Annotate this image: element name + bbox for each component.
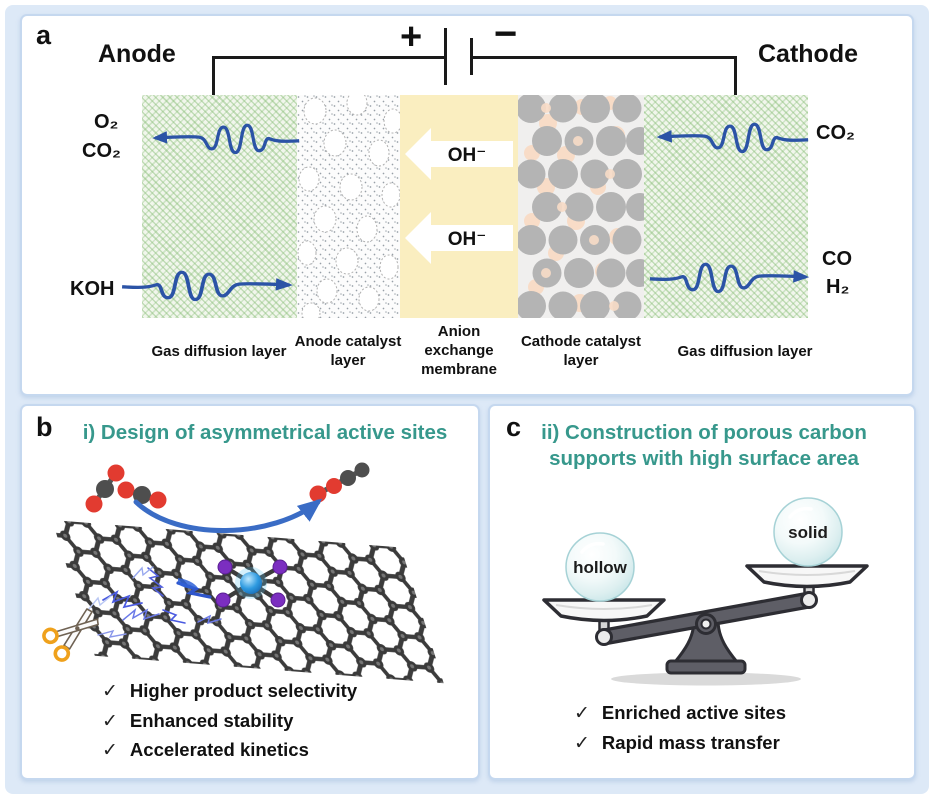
graphene-sheet [52, 520, 444, 684]
flow-arrow-products-out [649, 262, 810, 294]
pivot-inner [700, 618, 712, 630]
check-icon: ✓ [102, 740, 118, 761]
left-pan [542, 598, 666, 623]
check-item: ✓ Rapid mass transfer [574, 731, 780, 754]
catalyst-pores [297, 95, 400, 318]
oh-arrow-bottom-label: OH⁻ [448, 229, 487, 250]
caption-cathode-catalyst: Cathode catalyst layer [520, 333, 642, 369]
check-icon: ✓ [102, 681, 118, 702]
panel-b-checklist: ✓ Higher product selectivity ✓ Enhanced … [102, 680, 357, 769]
check-item: ✓ Higher product selectivity [102, 680, 358, 702]
caption-anode-catalyst: Anode catalyst layer [294, 333, 402, 369]
plasma-etching-bolts [87, 566, 222, 638]
check-item: ✓ Enhanced stability [102, 709, 294, 732]
gas-label-o2: O₂ [94, 111, 119, 133]
left-joint [595, 628, 613, 646]
balance-scale-illustration: hollow solid [542, 497, 869, 686]
caption-gdl-left: Gas diffusion layer [151, 343, 287, 360]
oh-arrow-bottom: OH⁻ [405, 212, 513, 264]
panel-b-heading: i) Design of asymmetrical active sites [82, 421, 448, 444]
graphene-active-site-illustration [42, 462, 444, 684]
gas-label-h2: H₂ [826, 276, 850, 298]
right-pan [745, 564, 869, 589]
flow-arrow-co2-in [656, 122, 809, 154]
panel-c-label: c [506, 412, 522, 442]
wire-drop-right [734, 56, 737, 96]
co2-molecule-2 [117, 481, 167, 509]
metal-n4-active-site [215, 559, 288, 608]
anode-label: Anode [98, 40, 176, 68]
gas-label-co2-right: CO₂ [816, 122, 855, 144]
panel-a-label: a [36, 20, 52, 50]
battery-long-plate [444, 28, 447, 85]
check-icon: ✓ [574, 732, 590, 754]
hollow-sphere: hollow [565, 532, 635, 602]
check-icon: ✓ [102, 710, 118, 732]
plus-sign: + [400, 16, 423, 58]
panel-c-heading-line2: supports with high surface area [549, 447, 859, 470]
panel-c-heading-line1: ii) Construction of porous carbon [541, 421, 867, 444]
cathode-label: Cathode [758, 40, 858, 68]
oh-arrow-top: OH⁻ [405, 128, 513, 180]
product-molecule [309, 462, 370, 503]
panel-c-porous-supports: c ii) Construction of porous carbon supp… [488, 404, 916, 780]
conversion-arrow [133, 498, 323, 533]
metal-atom [240, 572, 262, 594]
panel-c-heading: ii) Construction of porous carbon suppor… [514, 420, 894, 472]
caption-gdl-right: Gas diffusion layer [677, 343, 813, 360]
wire-right [473, 56, 737, 59]
hollow-label: hollow [573, 558, 628, 577]
nitrogen-atoms [215, 559, 288, 608]
check-item: ✓ Enriched active sites [574, 702, 786, 724]
panel-b-active-sites: b i) Design of asymmetrical active sites [20, 404, 480, 780]
panel-a-electrolyzer: a Anode Cathode + − [20, 14, 914, 396]
wire-left [212, 56, 446, 59]
right-joint [800, 591, 818, 609]
flow-arrow-anode-out [152, 123, 300, 155]
anion-exchange-membrane [400, 95, 518, 318]
oh-arrow-top-label: OH⁻ [448, 145, 487, 166]
flow-arrow-koh-in [121, 270, 293, 302]
anode-catalyst-layer [297, 95, 400, 318]
battery-short-plate [470, 38, 473, 75]
check-item: ✓ Accelerated kinetics [102, 739, 309, 761]
gas-label-koh: KOH [70, 278, 115, 300]
solid-sphere: solid [773, 497, 843, 567]
solid-label: solid [788, 523, 828, 542]
check-icon: ✓ [574, 703, 590, 724]
wire-drop-left [212, 56, 215, 96]
panel-c-checklist: ✓ Enriched active sites ✓ Rapid mass tra… [574, 702, 786, 761]
panel-b-label: b [36, 412, 53, 442]
scale-shadow [611, 672, 801, 686]
minus-sign: − [494, 12, 518, 56]
scale-base-foot [665, 659, 747, 675]
gas-label-co2-left: CO₂ [82, 140, 121, 162]
caption-membrane: Anion exchange membrane [421, 323, 497, 378]
gas-label-co: CO [822, 248, 852, 270]
binder-accents [541, 103, 619, 311]
co2-molecule-1 [85, 464, 125, 513]
scissors-icon [42, 608, 99, 662]
cathode-catalyst-layer [518, 95, 644, 318]
